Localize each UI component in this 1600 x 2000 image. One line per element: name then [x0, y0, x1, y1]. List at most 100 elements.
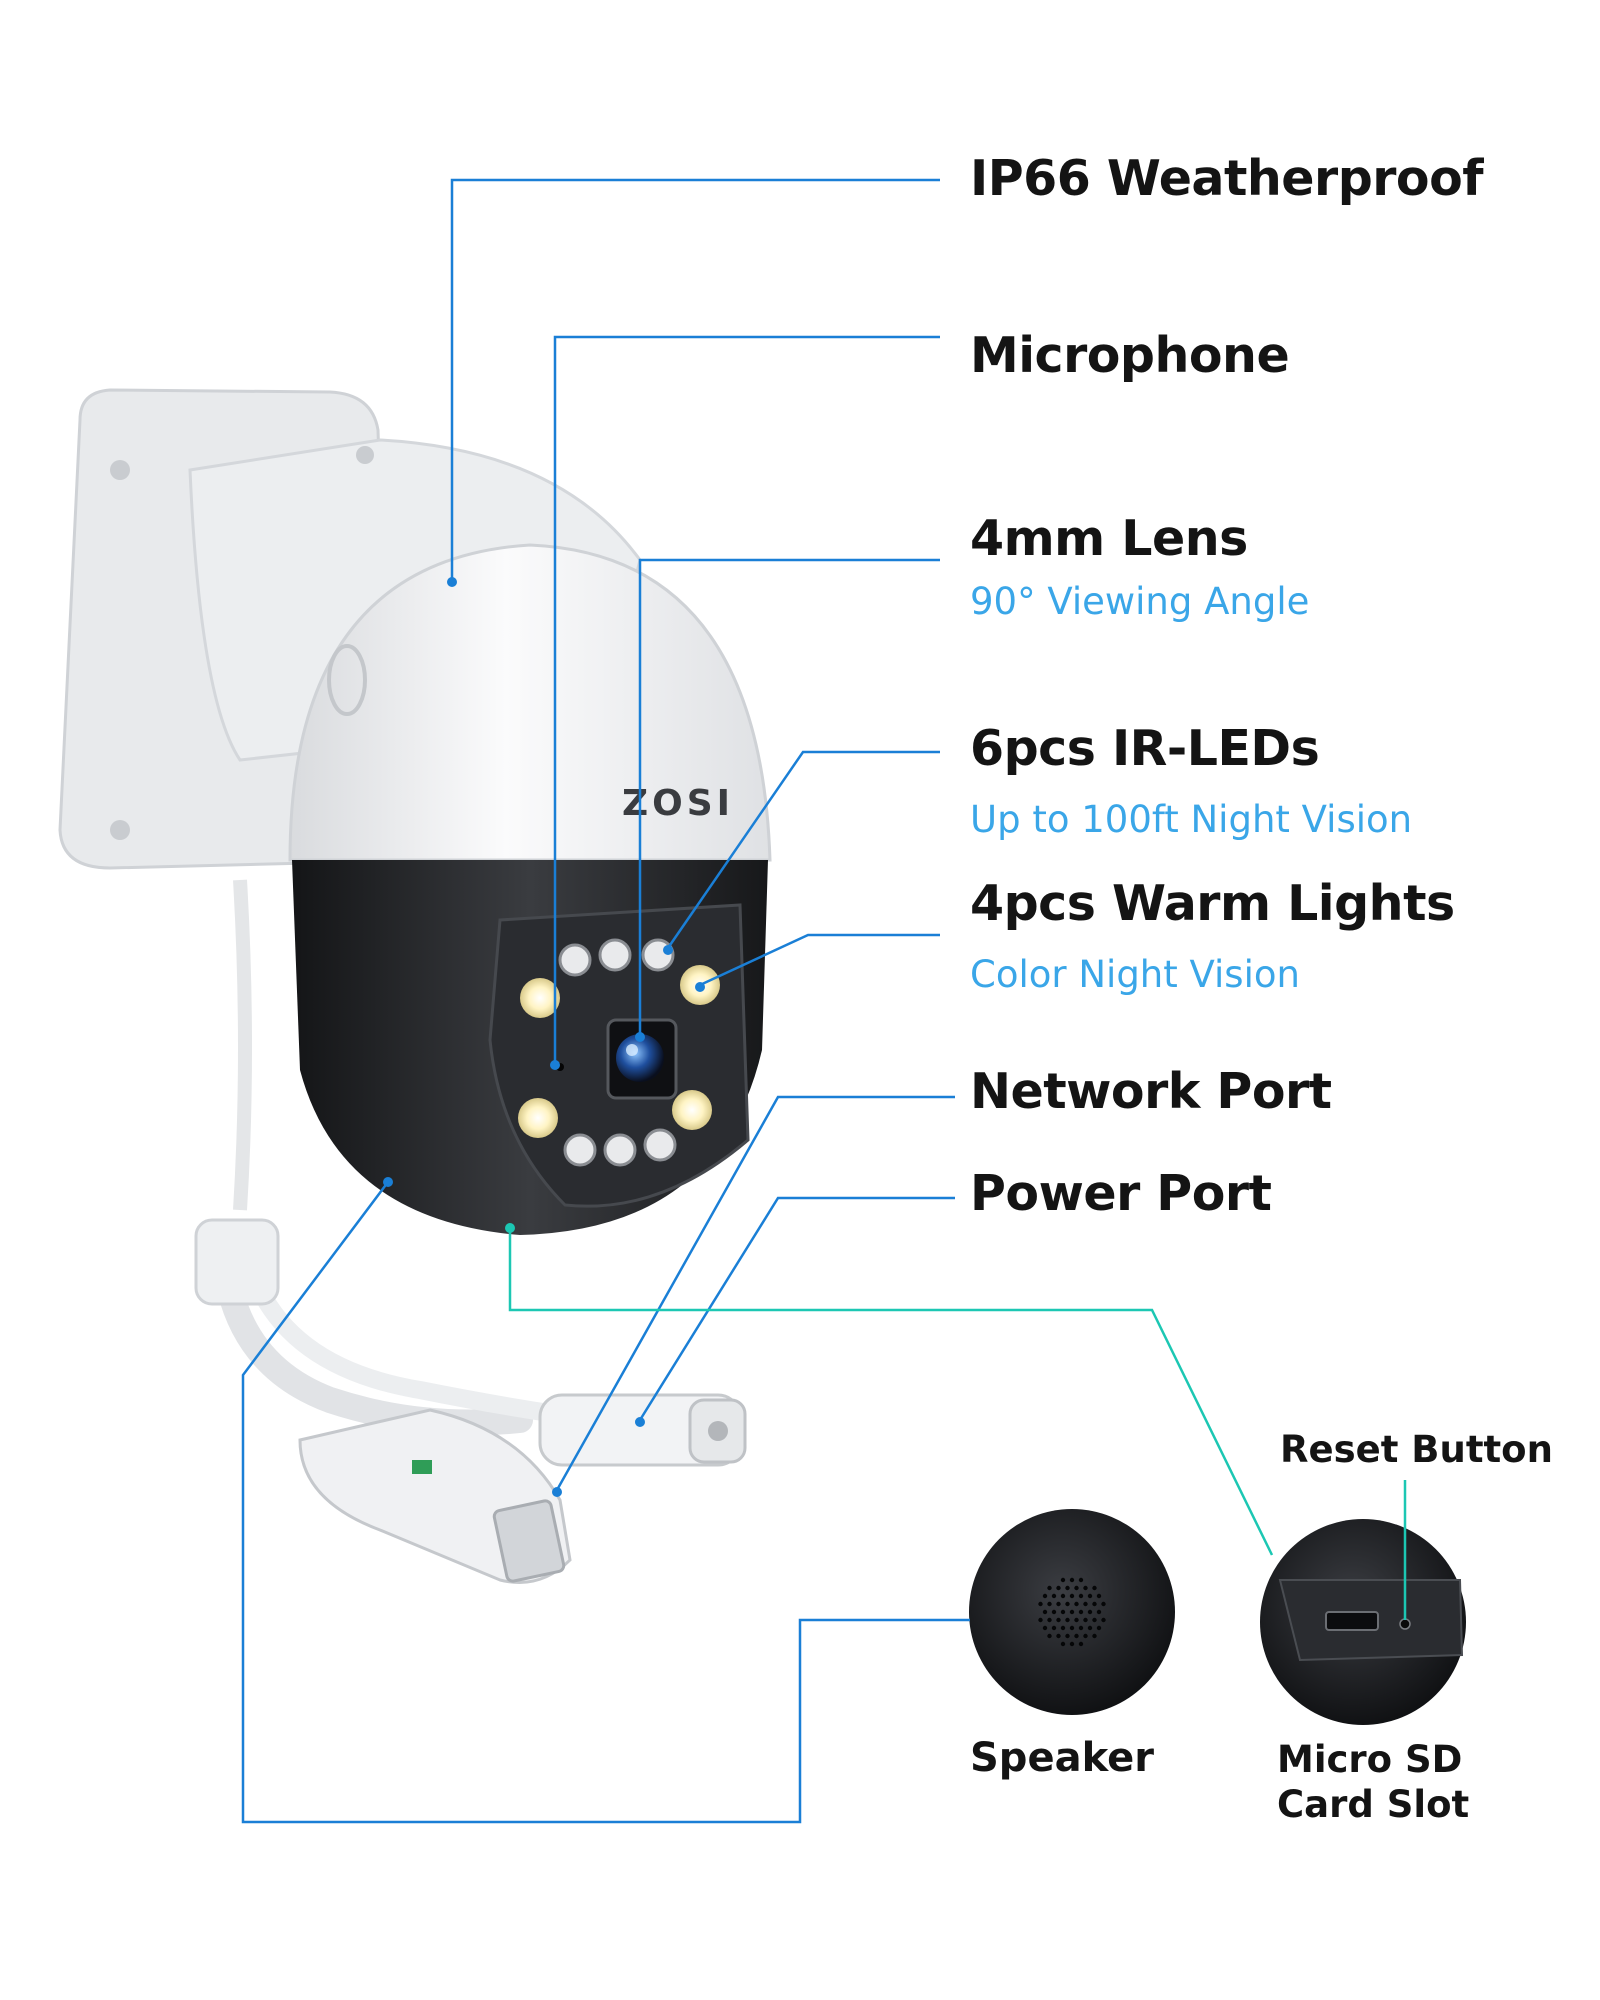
speaker-hole: [1078, 1625, 1084, 1631]
speaker-hole: [1056, 1617, 1061, 1623]
leader-line-ir-leds: [666, 750, 940, 949]
leader-dot: [695, 982, 705, 992]
label-ip66-weatherproof: IP66 Weatherproof: [970, 150, 1484, 207]
leader-line-power-port: [638, 1196, 955, 1421]
warm-light-icon: [520, 978, 560, 1018]
sd-slot-detail: [1260, 1519, 1466, 1725]
mount-screw-icon: [356, 446, 374, 464]
speaker-hole: [1047, 1585, 1052, 1591]
label-sd-slot-line2: Card Slot: [1277, 1783, 1470, 1826]
lens-highlight: [626, 1044, 638, 1056]
camera-head-white: [288, 543, 772, 862]
speaker-hole: [1051, 1593, 1057, 1599]
speaker-hole: [1074, 1633, 1079, 1639]
leader-dot: [550, 1060, 560, 1070]
speaker-hole: [1042, 1593, 1048, 1599]
speaker-hole: [1069, 1609, 1075, 1615]
speaker-hole: [1042, 1625, 1048, 1631]
speaker-hole: [1083, 1617, 1088, 1623]
ir-led-icon: [598, 938, 632, 972]
speaker-hole: [1074, 1617, 1079, 1623]
speaker-hole: [1101, 1617, 1106, 1623]
reset-button-icon: [1399, 1618, 1411, 1630]
speaker-hole: [1060, 1625, 1066, 1631]
label-reset-button: Reset Button: [1280, 1428, 1553, 1471]
mount-screw-icon: [110, 820, 130, 840]
leader-dot: [447, 577, 457, 587]
label-network-port: Network Port: [970, 1063, 1332, 1120]
leader-dot: [552, 1487, 562, 1497]
speaker-hole: [1056, 1585, 1061, 1591]
speaker-detail: [969, 1509, 1175, 1715]
ir-led-icon: [558, 943, 592, 977]
speaker-hole: [1056, 1633, 1061, 1639]
speaker-grille-icon: [1038, 1577, 1106, 1647]
speaker-hole: [1056, 1601, 1061, 1607]
label-speaker: Speaker: [970, 1735, 1154, 1781]
speaker-hole: [1092, 1585, 1097, 1591]
leader-line-microphone: [553, 335, 940, 1063]
speaker-hole: [1060, 1609, 1066, 1615]
label-lens-sub: 90° Viewing Angle: [970, 580, 1310, 623]
label-microphone: Microphone: [970, 327, 1290, 384]
ir-led-group: [558, 938, 677, 1167]
sd-card-slot-icon: [1325, 1611, 1379, 1631]
leader-dot: [383, 1177, 393, 1187]
warm-light-icon: [518, 1098, 558, 1138]
speaker-hole: [1038, 1617, 1043, 1623]
leader-dot: [635, 1417, 645, 1427]
speaker-hole: [1051, 1609, 1057, 1615]
speaker-hole: [1065, 1601, 1070, 1607]
label-ir-leds-sub: Up to 100ft Night Vision: [970, 798, 1413, 841]
warm-light-icon: [672, 1090, 712, 1130]
speaker-hole: [1092, 1601, 1097, 1607]
ir-led-icon: [643, 1128, 677, 1162]
power-connector-hole: [708, 1421, 728, 1441]
label-warm-lights-sub: Color Night Vision: [970, 953, 1300, 996]
speaker-hole: [1087, 1609, 1093, 1615]
speaker-hole: [1087, 1593, 1093, 1599]
speaker-hole: [1096, 1609, 1102, 1615]
label-power-port: Power Port: [970, 1165, 1272, 1222]
speaker-hole: [1069, 1593, 1075, 1599]
speaker-hole: [1065, 1633, 1070, 1639]
speaker-hole: [1047, 1617, 1052, 1623]
ir-led-icon: [603, 1133, 637, 1167]
speaker-hole: [1069, 1577, 1075, 1583]
ir-led-icon: [641, 938, 675, 972]
leader-line-network-port: [555, 1095, 955, 1491]
leader-dot: [663, 945, 673, 955]
label-sd-slot-line1: Micro SD: [1277, 1738, 1463, 1781]
speaker-hole: [1042, 1609, 1048, 1615]
speaker-hole: [1069, 1625, 1075, 1631]
leader-dot: [505, 1223, 515, 1233]
speaker-hole: [1101, 1601, 1106, 1607]
label-warm-lights: 4pcs Warm Lights: [970, 875, 1455, 932]
speaker-hole: [1051, 1625, 1057, 1631]
camera-illustration: ZOSI: [58, 388, 772, 1584]
leader-line-lens: [638, 558, 940, 1035]
speaker-hole: [1069, 1641, 1075, 1647]
speaker-hole: [1092, 1617, 1097, 1623]
speaker-hole: [1078, 1641, 1084, 1647]
mount-screw-icon: [110, 460, 130, 480]
leader-line-sd-slot: [508, 1228, 1274, 1556]
speaker-hole: [1083, 1633, 1088, 1639]
cable-boot: [194, 1218, 280, 1306]
speaker-hole: [1047, 1633, 1052, 1639]
label-ir-leds: 6pcs IR-LEDs: [970, 720, 1320, 777]
leader-dot: [635, 1032, 645, 1042]
speaker-hole: [1083, 1585, 1088, 1591]
ip66-seal: [327, 644, 367, 716]
speaker-hole: [1078, 1609, 1084, 1615]
speaker-hole: [1060, 1577, 1066, 1583]
warm-light-group: [518, 965, 720, 1138]
leader-line-speaker: [241, 1181, 970, 1824]
camera-cable: [233, 879, 252, 1211]
speaker-hole: [1074, 1601, 1079, 1607]
ir-led-icon: [563, 1133, 597, 1167]
speaker-hole: [1096, 1625, 1102, 1631]
leader-line-ip66: [450, 178, 940, 580]
speaker-hole: [1083, 1601, 1088, 1607]
